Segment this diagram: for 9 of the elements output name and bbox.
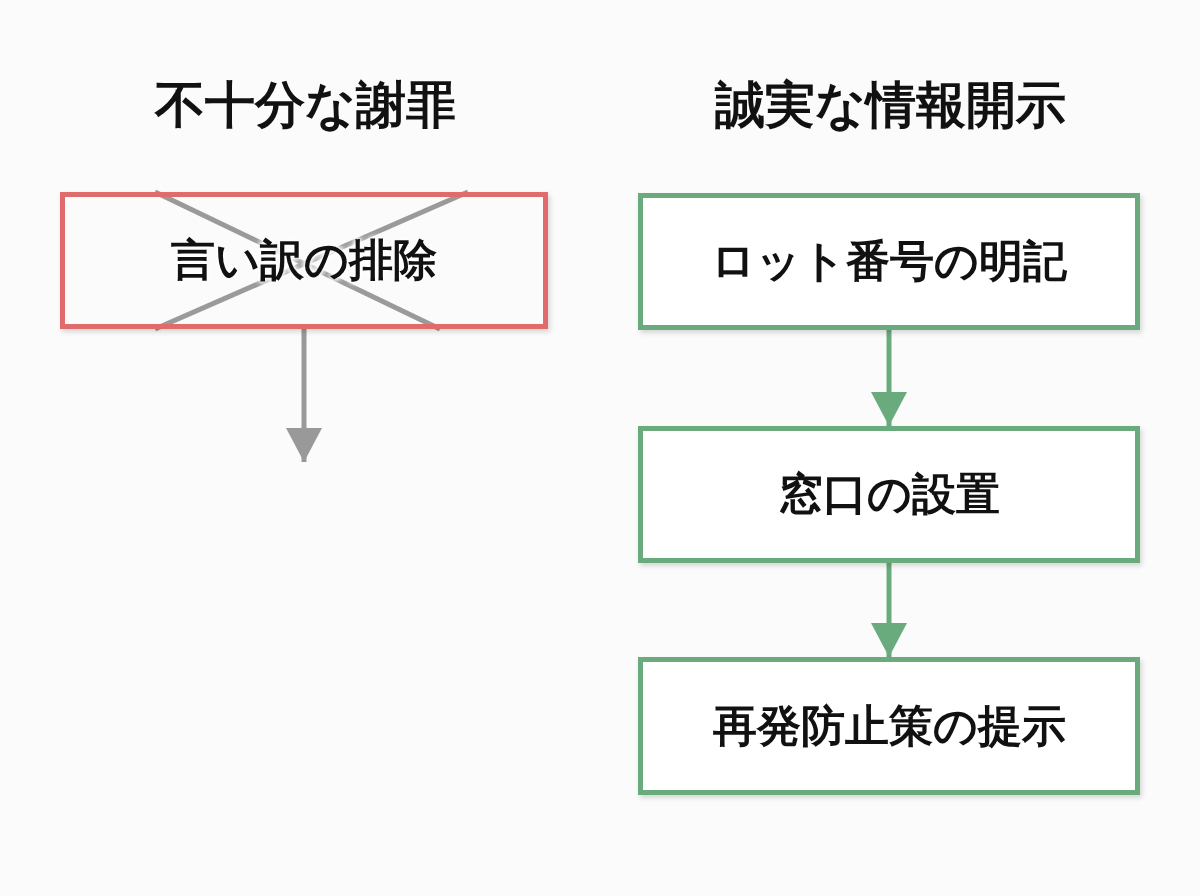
process-box: 言い訳の排除	[60, 192, 548, 329]
arrow	[286, 329, 322, 462]
column-heading: 誠実な情報開示	[714, 75, 1066, 136]
arrow	[871, 330, 907, 426]
process-box: 窓口の設置	[638, 426, 1140, 563]
process-box: 再発防止策の提示	[638, 657, 1140, 795]
arrow	[871, 563, 907, 657]
process-box: ロット番号の明記	[638, 193, 1140, 330]
column-heading: 不十分な謝罪	[154, 75, 456, 136]
